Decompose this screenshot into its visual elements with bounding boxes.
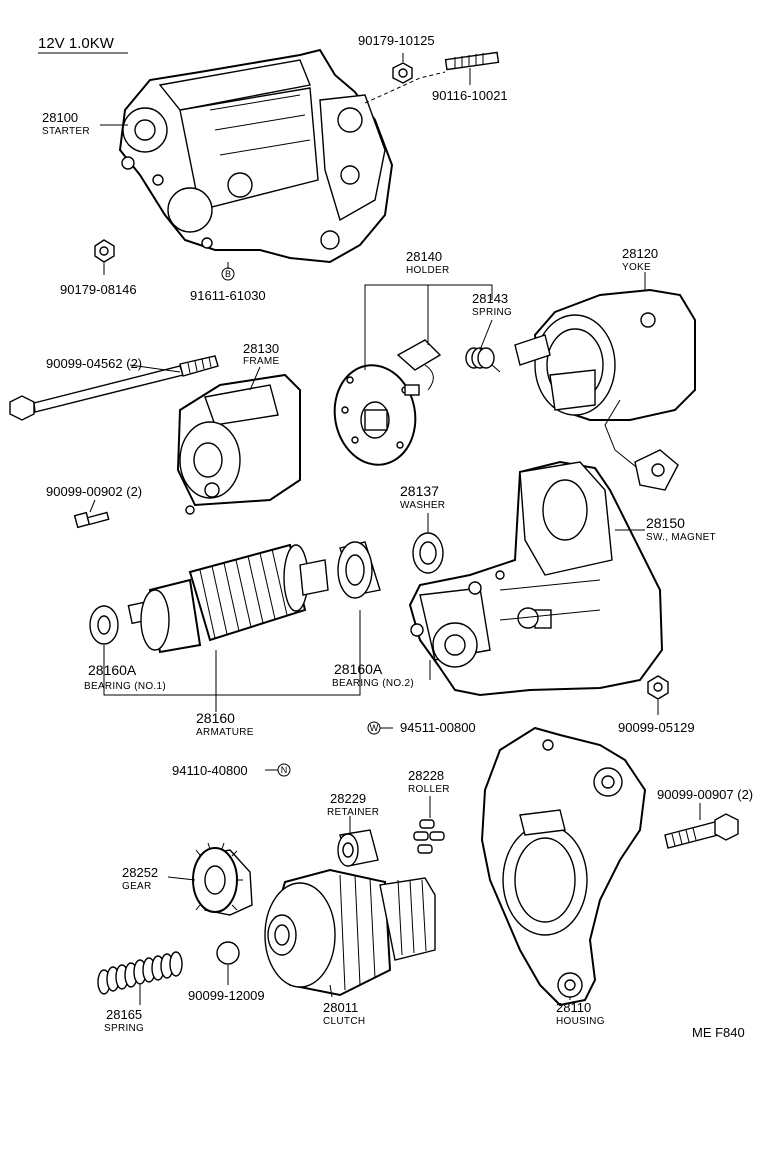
part-number-label: 28130 — [243, 341, 279, 356]
clutch-28011-drawing — [264, 868, 436, 997]
part-number-label: 28160A — [88, 662, 137, 678]
part-name-label: YOKE — [622, 262, 651, 273]
part-name-label: BEARING (NO.1) — [84, 681, 166, 692]
through-bolt-drawing — [9, 355, 219, 421]
bearing-no2-drawing — [337, 541, 381, 599]
part-number-label: 90099-05129 — [618, 720, 695, 735]
bolt-90099-00907-drawing — [664, 813, 739, 849]
rollers-28228-drawing — [413, 819, 445, 854]
part-number-label: 28143 — [472, 291, 508, 306]
gear-28252-drawing — [192, 842, 253, 916]
symbol-w-circle — [367, 721, 381, 735]
part-number-label: 28150 — [646, 515, 685, 531]
nut-90099-05129-drawing — [647, 675, 669, 700]
washer-28137-drawing — [412, 532, 444, 574]
brush-holder-28140-drawing — [333, 339, 442, 466]
part-name-label: HOLDER — [406, 265, 449, 276]
yoke-28120-drawing — [514, 288, 696, 491]
symbol-b: B — [225, 269, 231, 279]
bearing-bracket — [103, 610, 361, 696]
part-number-label: 28140 — [406, 249, 442, 264]
part-number-label: 90116-10021 — [432, 88, 508, 103]
bearing-no1-drawing — [89, 605, 119, 645]
symbol-n-circle — [277, 763, 291, 777]
part-number-label: 90099-04562 (2) — [46, 356, 142, 371]
part-name-label: HOUSING — [556, 1016, 605, 1027]
part-number-label: 28160A — [334, 661, 383, 677]
part-number-label: 28252 — [122, 865, 158, 880]
diagram-code: ME F840 — [692, 1025, 745, 1040]
symbol-b-circle — [221, 267, 235, 281]
part-name-label: SW., MAGNET — [646, 532, 716, 543]
part-name-label: BEARING (NO.2) — [332, 678, 414, 689]
frame-28130-drawing — [176, 373, 301, 515]
diagram-title: 12V 1.0KW — [38, 35, 115, 52]
ball-90099-12009-drawing — [216, 941, 240, 965]
stud-90116-10021-drawing — [444, 51, 500, 71]
part-number-label: 90099-00902 (2) — [46, 484, 142, 499]
part-name-label: RETAINER — [327, 807, 379, 818]
housing-28110-drawing — [480, 726, 647, 1007]
starter-assembly-drawing — [118, 48, 394, 264]
part-number-label: 28165 — [106, 1007, 142, 1022]
part-number-label: 90099-12009 — [188, 988, 265, 1003]
part-number-label: 28160 — [196, 710, 235, 726]
armature-28160-drawing — [127, 543, 329, 654]
part-name-label: STARTER — [42, 126, 90, 137]
part-number-label: 94110-40800 — [172, 763, 248, 778]
part-name-label: WASHER — [400, 500, 445, 511]
part-name-label: ROLLER — [408, 784, 450, 795]
part-name-label: ARMATURE — [196, 727, 254, 738]
brush-spring-28143-drawing — [465, 347, 501, 373]
nut-90179-10125-drawing — [392, 62, 413, 84]
part-name-label: SPRING — [104, 1023, 144, 1034]
part-name-label: CLUTCH — [323, 1016, 365, 1027]
symbol-n: N — [281, 765, 288, 775]
part-number-label: 90179-10125 — [358, 33, 435, 48]
part-number-label: 28100 — [42, 110, 78, 125]
part-number-label: 28110 — [556, 1000, 591, 1015]
part-labels: 28100 STARTER 90179-10125 90116-10021 90… — [42, 33, 753, 1040]
spring-28165-drawing — [97, 951, 183, 995]
symbol-w: W — [370, 723, 379, 733]
leader-lines — [89, 53, 701, 1005]
part-number-label: 28228 — [408, 768, 444, 783]
part-number-label: 90099-00907 (2) — [657, 787, 753, 802]
part-name-label: SPRING — [472, 307, 512, 318]
part-name-label: GEAR — [122, 881, 152, 892]
screw-90099-00902-drawing — [73, 511, 110, 529]
magnet-switch-28150-drawing — [408, 460, 664, 697]
part-name-label: FRAME — [243, 356, 280, 367]
retainer-28229-drawing — [337, 829, 379, 867]
part-number-label: 90179-08146 — [60, 282, 137, 297]
part-number-label: 28120 — [622, 246, 658, 261]
part-number-label: 94511-00800 — [400, 720, 476, 735]
part-number-label: 91611-61030 — [190, 288, 266, 303]
part-number-label: 28229 — [330, 791, 366, 806]
nut-90179-08146-drawing — [94, 239, 115, 263]
part-number-label: 28011 — [323, 1000, 358, 1015]
part-number-label: 28137 — [400, 483, 439, 499]
